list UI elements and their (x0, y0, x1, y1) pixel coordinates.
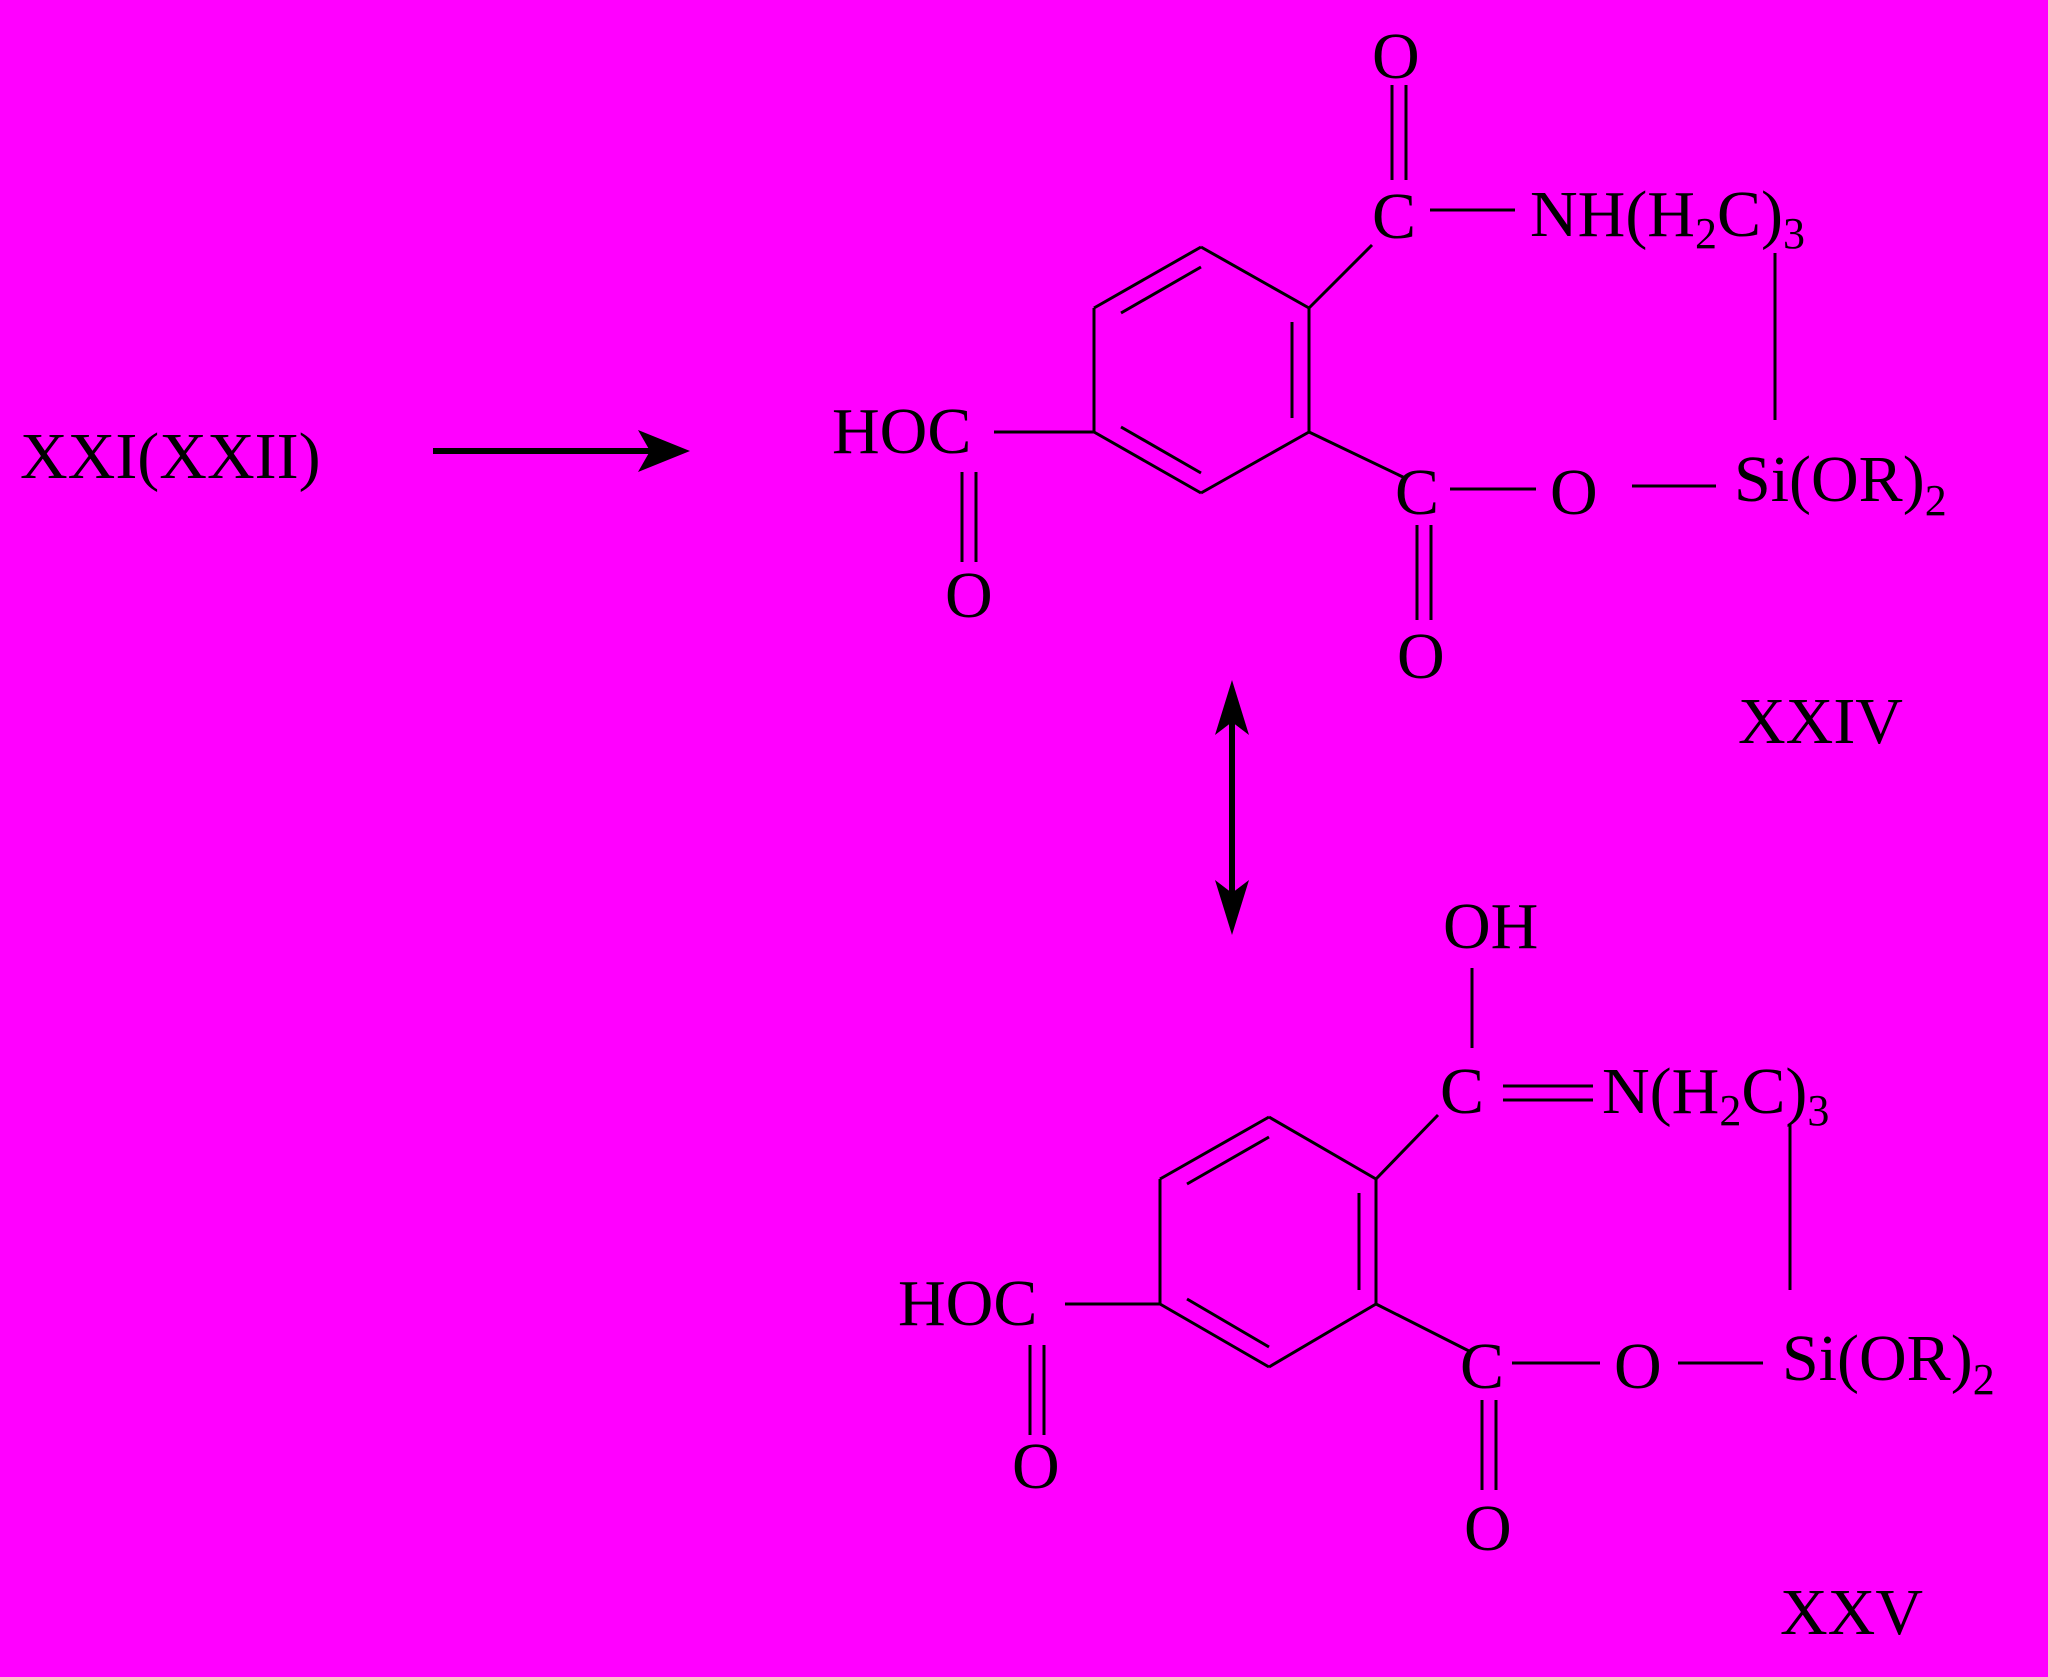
benzene-ring-xxv (1158, 1115, 1378, 1369)
benzene-ring-xxiv (1092, 245, 1311, 495)
xxiv-ester-double-oxygen: O (1397, 620, 1445, 693)
xxiv-amide-carbon: C (1372, 180, 1416, 253)
xxv-label: XXV (1780, 1576, 1923, 1649)
xxv-ester-carbon: C (1460, 1330, 1504, 1403)
xxiv-label: XXIV (1738, 685, 1903, 758)
structure-xxv: OH C N(H2C)3 HOC O C O Si(OR)2 O XXV (898, 890, 1995, 1649)
xxiv-hoc-oxygen: O (945, 559, 993, 632)
double-headed-arrow-icon (1215, 680, 1249, 935)
xxiv-nh-chain: NH(H2C)3 (1530, 178, 1805, 258)
xxv-ester-bridge-oxygen: O (1614, 1330, 1662, 1403)
xxv-imidic-carbon: C (1440, 1055, 1484, 1128)
xxv-hydroxyl: OH (1443, 890, 1538, 963)
xxiv-hoc: HOC (832, 395, 971, 468)
xxv-n-chain: N(H2C)3 (1602, 1055, 1829, 1135)
xxiv-ester-bridge-oxygen: O (1550, 456, 1598, 529)
reactant-label: XXI(XXII) (20, 420, 321, 493)
right-arrow-icon (433, 430, 690, 472)
xxiv-carbonyl-oxygen: O (1372, 20, 1420, 93)
xxv-hoc-oxygen: O (1012, 1430, 1060, 1503)
xxiv-ester-carbon: C (1395, 456, 1439, 529)
xxv-si: Si(OR)2 (1782, 1322, 1995, 1404)
xxiv-si: Si(OR)2 (1734, 443, 1947, 525)
structure-xxiv: O C NH(H2C)3 HOC O C O Si(OR)2 O XXIV (832, 20, 1947, 758)
xxv-hoc: HOC (898, 1267, 1037, 1340)
xxv-ester-double-oxygen: O (1464, 1492, 1512, 1565)
